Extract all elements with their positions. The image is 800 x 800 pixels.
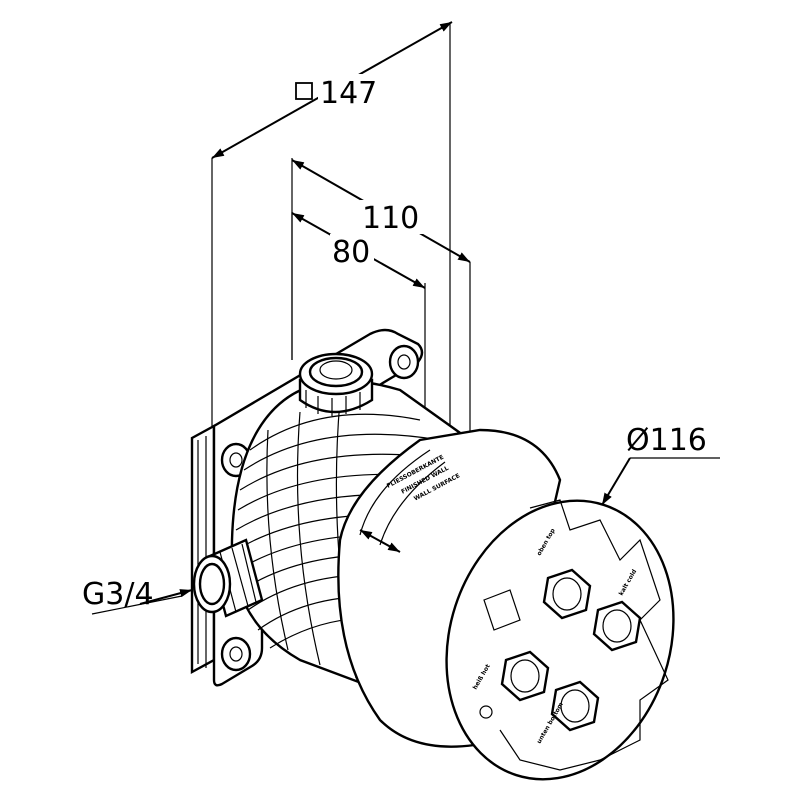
dimension-diameter: Ø116 <box>601 423 720 506</box>
port-right <box>592 600 642 652</box>
port-bottom <box>550 680 600 732</box>
dimension-147-label: 147 <box>320 76 377 111</box>
port-left <box>500 650 550 702</box>
square-symbol-icon <box>295 82 313 100</box>
dimension-80-label: 80 <box>332 235 370 270</box>
front-face: oben top kalt cold heiß hot unten bottom <box>445 499 675 781</box>
dimension-diameter-label: Ø116 <box>626 423 707 458</box>
dimension-thread: G3/4 <box>82 577 193 615</box>
dimension-110-label: 110 <box>362 201 419 236</box>
port-top <box>542 568 592 620</box>
top-fitting <box>298 352 374 416</box>
dimension-thread-label: G3/4 <box>82 577 154 612</box>
inlet-fitting <box>192 538 264 618</box>
dimension-147: 147 <box>211 21 453 432</box>
